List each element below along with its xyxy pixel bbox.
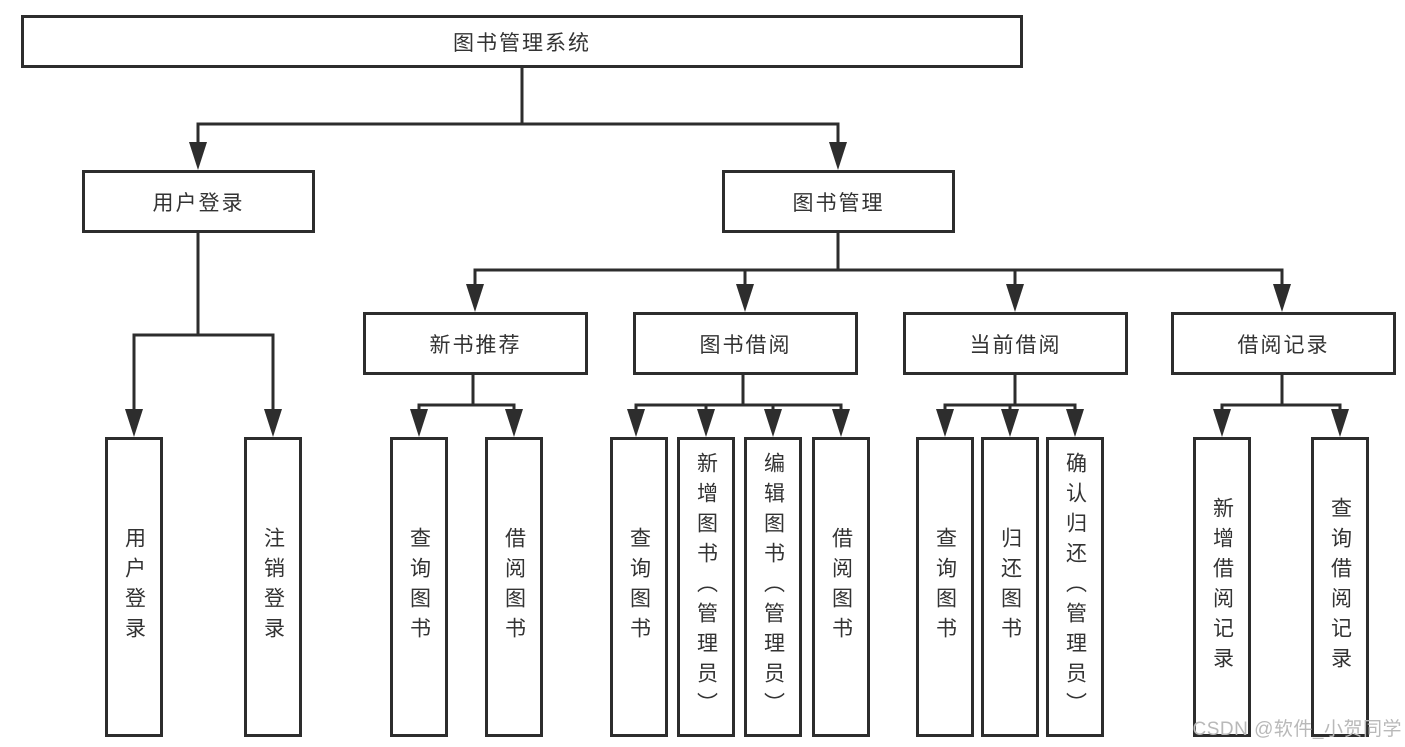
node-book-management: 图书管理 [722, 170, 955, 233]
borrowing-records-connectors [1213, 375, 1349, 437]
node-label: 查询借阅记录 [1328, 497, 1352, 677]
new-book-recommend-connectors [410, 375, 523, 437]
node-label: 借阅图书 [502, 527, 526, 647]
node-label: 注销登录 [261, 527, 285, 647]
node-leaf-add-borrow-record: 新增借阅记录 [1193, 437, 1251, 737]
node-label: 查询图书 [627, 527, 651, 647]
node-leaf-logout: 注销登录 [244, 437, 302, 737]
node-leaf-return-books: 归还图书 [981, 437, 1039, 737]
node-user-login: 用户登录 [82, 170, 315, 233]
node-leaf-edit-books-admin: 编辑图书（管理员） [744, 437, 802, 737]
node-label: 新增借阅记录 [1210, 497, 1234, 677]
node-label: 查询图书 [933, 527, 957, 647]
node-root: 图书管理系统 [21, 15, 1023, 68]
root-connectors [189, 68, 847, 170]
csdn-watermark: CSDN @软件_小贺同学 [1192, 719, 1402, 740]
node-book-borrowing: 图书借阅 [633, 312, 858, 375]
node-label: 借阅图书 [829, 527, 853, 647]
node-borrowing-records: 借阅记录 [1171, 312, 1396, 375]
node-new-book-recommend: 新书推荐 [363, 312, 588, 375]
node-label: 归还图书 [998, 527, 1022, 647]
node-label: 查询图书 [407, 527, 431, 647]
node-leaf-query-books-current: 查询图书 [916, 437, 974, 737]
node-leaf-add-books-admin: 新增图书（管理员） [677, 437, 735, 737]
node-label: 编辑图书（管理员） [761, 452, 785, 722]
node-leaf-borrow-books-borrowing: 借阅图书 [812, 437, 870, 737]
node-leaf-query-borrow-record: 查询借阅记录 [1311, 437, 1369, 737]
node-leaf-borrow-books-recommend: 借阅图书 [485, 437, 543, 737]
book-borrowing-connectors [627, 375, 850, 437]
book-management-connectors [466, 233, 1291, 312]
current-borrowing-connectors [936, 375, 1084, 437]
node-current-borrowing: 当前借阅 [903, 312, 1128, 375]
node-leaf-confirm-return-admin: 确认归还（管理员） [1046, 437, 1104, 737]
node-leaf-user-login: 用户登录 [105, 437, 163, 737]
user-login-connectors [125, 233, 282, 437]
node-label: 用户登录 [122, 527, 146, 647]
node-label: 确认归还（管理员） [1063, 452, 1087, 722]
node-label: 新增图书（管理员） [694, 452, 718, 722]
node-leaf-query-books-recommend: 查询图书 [390, 437, 448, 737]
node-leaf-query-books-borrowing: 查询图书 [610, 437, 668, 737]
